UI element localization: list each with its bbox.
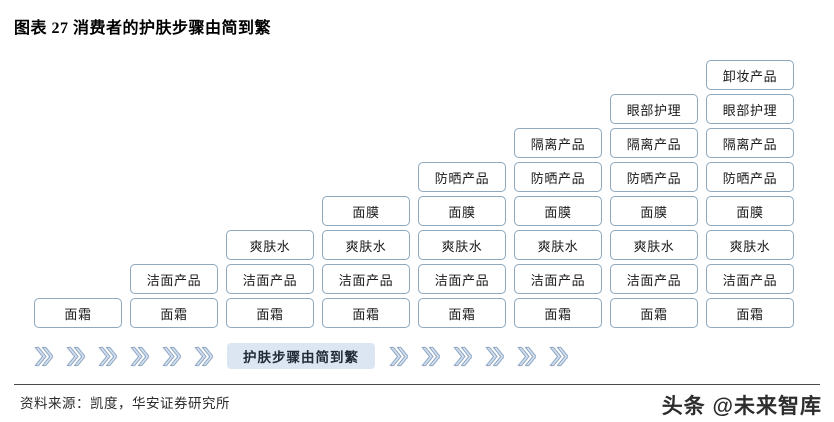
step-box: 眼部护理 bbox=[706, 94, 794, 124]
double-chevron-right-icon bbox=[485, 346, 505, 367]
staircase-column-1: 面霜 bbox=[34, 298, 122, 328]
double-chevron-right-icon bbox=[162, 346, 182, 367]
step-box: 爽肤水 bbox=[322, 230, 410, 260]
step-box: 面霜 bbox=[226, 298, 314, 328]
double-chevron-right-icon bbox=[194, 346, 214, 367]
watermark: 头条 @未来智库 bbox=[661, 395, 822, 418]
step-box: 面霜 bbox=[514, 298, 602, 328]
step-box: 隔离产品 bbox=[706, 128, 794, 158]
step-box: 防晒产品 bbox=[514, 162, 602, 192]
step-box: 洁面产品 bbox=[514, 264, 602, 294]
double-chevron-right-icon bbox=[66, 346, 86, 367]
step-box: 面霜 bbox=[706, 298, 794, 328]
staircase-column-2: 面霜洁面产品 bbox=[130, 264, 218, 328]
step-box: 面霜 bbox=[418, 298, 506, 328]
step-box: 隔离产品 bbox=[514, 128, 602, 158]
step-box: 眼部护理 bbox=[610, 94, 698, 124]
step-box: 爽肤水 bbox=[226, 230, 314, 260]
step-box: 洁面产品 bbox=[706, 264, 794, 294]
staircase-column-8: 面霜 洁面产品 爽肤水 面膜 防晒产品 隔离产品 眼部护理 卸妆产品 bbox=[706, 60, 794, 328]
staircase-column-6: 面霜 洁面产品 爽肤水 面膜 防晒产品 隔离产品 bbox=[514, 128, 602, 328]
step-box: 爽肤水 bbox=[418, 230, 506, 260]
staircase-column-7: 面霜 洁面产品 爽肤水 面膜 防晒产品 隔离产品 眼部护理 bbox=[610, 94, 698, 328]
double-chevron-right-icon bbox=[130, 346, 150, 367]
step-box: 爽肤水 bbox=[706, 230, 794, 260]
chevron-group-left bbox=[34, 346, 214, 367]
double-chevron-right-icon bbox=[389, 346, 409, 367]
step-box: 面膜 bbox=[418, 196, 506, 226]
step-box: 防晒产品 bbox=[706, 162, 794, 192]
step-box: 面膜 bbox=[322, 196, 410, 226]
progression-band: 护肤步骤由简到繁 bbox=[34, 340, 800, 372]
step-box: 卸妆产品 bbox=[706, 60, 794, 90]
step-box: 隔离产品 bbox=[610, 128, 698, 158]
step-box: 面膜 bbox=[514, 196, 602, 226]
step-box: 洁面产品 bbox=[418, 264, 506, 294]
double-chevron-right-icon bbox=[453, 346, 473, 367]
step-box: 面霜 bbox=[130, 298, 218, 328]
double-chevron-right-icon bbox=[421, 346, 441, 367]
double-chevron-right-icon bbox=[549, 346, 569, 367]
step-box: 爽肤水 bbox=[610, 230, 698, 260]
double-chevron-right-icon bbox=[98, 346, 118, 367]
chevron-group-right bbox=[389, 346, 569, 367]
staircase-column-5: 面霜 洁面产品 爽肤水 面膜 防晒产品 bbox=[418, 162, 506, 328]
step-box: 面霜 bbox=[610, 298, 698, 328]
step-box: 防晒产品 bbox=[610, 162, 698, 192]
progression-label: 护肤步骤由简到繁 bbox=[227, 343, 375, 369]
staircase-column-4: 面霜 洁面产品 爽肤水 面膜 bbox=[322, 196, 410, 328]
step-box: 洁面产品 bbox=[322, 264, 410, 294]
step-box: 面霜 bbox=[34, 298, 122, 328]
double-chevron-right-icon bbox=[517, 346, 537, 367]
source-note: 资料来源：凯度，华安证券研究所 bbox=[20, 396, 230, 411]
step-box: 面霜 bbox=[322, 298, 410, 328]
step-box: 防晒产品 bbox=[418, 162, 506, 192]
step-box: 洁面产品 bbox=[130, 264, 218, 294]
step-box: 面膜 bbox=[610, 196, 698, 226]
step-box: 爽肤水 bbox=[514, 230, 602, 260]
step-box: 洁面产品 bbox=[226, 264, 314, 294]
step-box: 面膜 bbox=[706, 196, 794, 226]
staircase-chart: 面霜面霜洁面产品面霜洁面产品爽肤水面霜洁面产品爽肤水面膜面霜洁面产品爽肤水面膜防… bbox=[34, 56, 800, 328]
staircase-column-3: 面霜洁面产品爽肤水 bbox=[226, 230, 314, 328]
footer-divider bbox=[14, 384, 820, 385]
double-chevron-right-icon bbox=[34, 346, 54, 367]
step-box: 洁面产品 bbox=[610, 264, 698, 294]
page-title: 图表 27 消费者的护肤步骤由简到繁 bbox=[14, 20, 272, 37]
